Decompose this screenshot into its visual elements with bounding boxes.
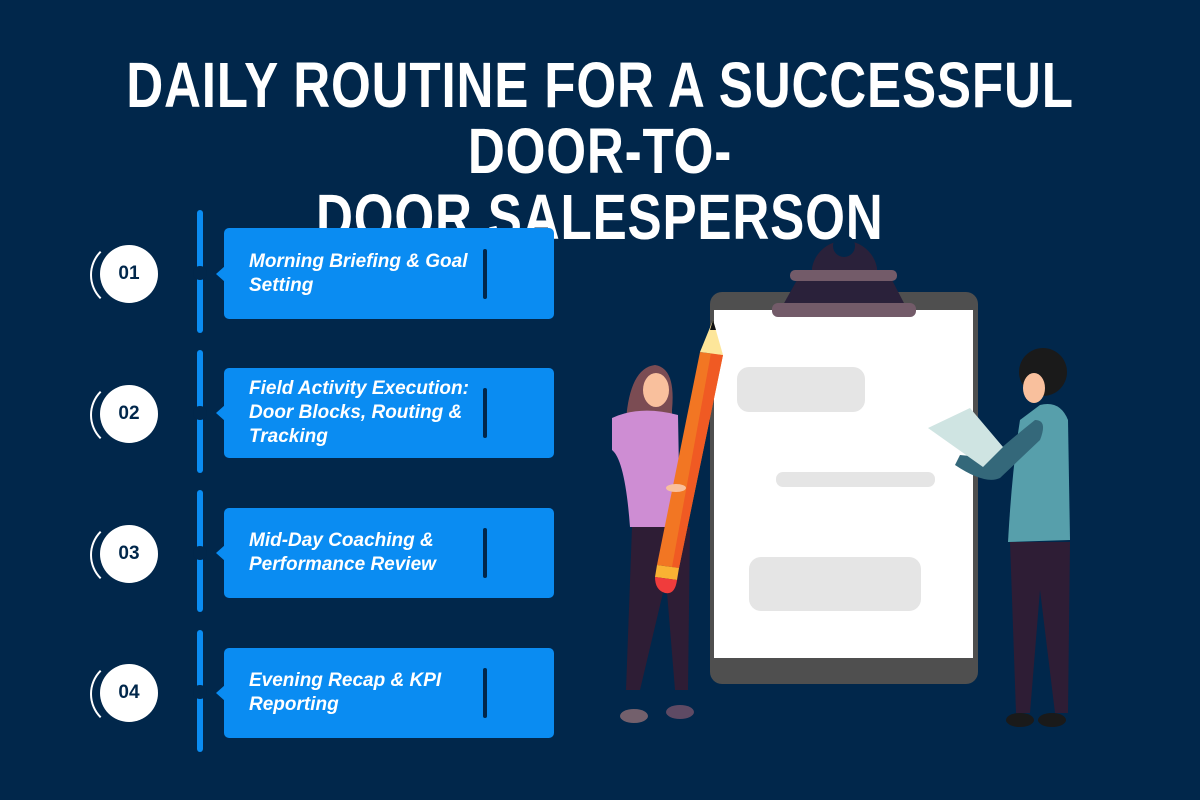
card-divider bbox=[483, 388, 487, 438]
step-arc bbox=[90, 241, 158, 309]
timeline-dot bbox=[193, 406, 207, 420]
card-divider bbox=[483, 248, 487, 299]
step-card-1: Morning Briefing & Goal Setting bbox=[216, 228, 554, 319]
step-number-badge: 03 bbox=[100, 525, 158, 583]
step-card-2: Field Activity Execution: Door Blocks, R… bbox=[216, 368, 554, 458]
timeline-dot bbox=[193, 266, 207, 280]
step-number-badge: 02 bbox=[100, 385, 158, 443]
step-label: Mid-Day Coaching & Performance Review bbox=[249, 530, 436, 575]
card-divider bbox=[483, 668, 487, 718]
step-number-badge: 01 bbox=[100, 245, 158, 303]
step-arc bbox=[90, 381, 158, 449]
man-figure bbox=[928, 348, 1070, 727]
page-title: DAILY ROUTINE FOR A SUCCESSFUL DOOR-TO- … bbox=[0, 52, 1200, 250]
step-label: Field Activity Execution: Door Blocks, R… bbox=[249, 378, 469, 447]
step-arc bbox=[90, 521, 158, 589]
clipboard-icon bbox=[710, 235, 978, 684]
title-line-1: DAILY ROUTINE FOR A SUCCESSFUL DOOR-TO- bbox=[126, 49, 1074, 187]
step-label: Evening Recap & KPI Reporting bbox=[249, 670, 442, 715]
step-number-badge: 04 bbox=[100, 664, 158, 722]
timeline-dot bbox=[193, 685, 207, 699]
card-divider bbox=[483, 528, 487, 578]
step-arc bbox=[90, 660, 158, 728]
step-card-4: Evening Recap & KPI Reporting bbox=[216, 648, 554, 738]
pencil-icon bbox=[655, 320, 723, 594]
step-card-3: Mid-Day Coaching & Performance Review bbox=[216, 508, 554, 598]
step-label: Morning Briefing & Goal Setting bbox=[249, 250, 468, 296]
timeline-dot bbox=[193, 546, 207, 560]
